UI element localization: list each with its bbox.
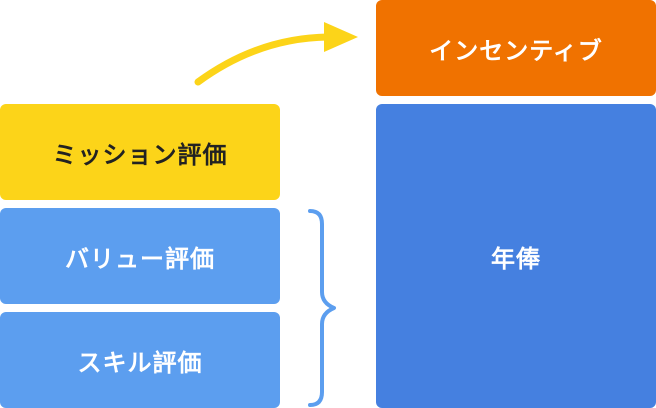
value-evaluation-label: バリュー評価 [65, 244, 215, 273]
annual-salary-box: 年俸 [376, 104, 656, 408]
incentive-box: インセンティブ [376, 0, 656, 96]
right-brace-icon [308, 209, 336, 407]
skill-evaluation-label: スキル評価 [77, 348, 203, 377]
incentive-label: インセンティブ [429, 36, 603, 65]
curved-arrow-icon [194, 22, 358, 86]
annual-salary-label: 年俸 [491, 244, 541, 273]
mission-evaluation-label: ミッション評価 [52, 140, 228, 169]
skill-evaluation-box: スキル評価 [0, 312, 280, 408]
mission-evaluation-box: ミッション評価 [0, 104, 280, 200]
value-evaluation-box: バリュー評価 [0, 208, 280, 304]
